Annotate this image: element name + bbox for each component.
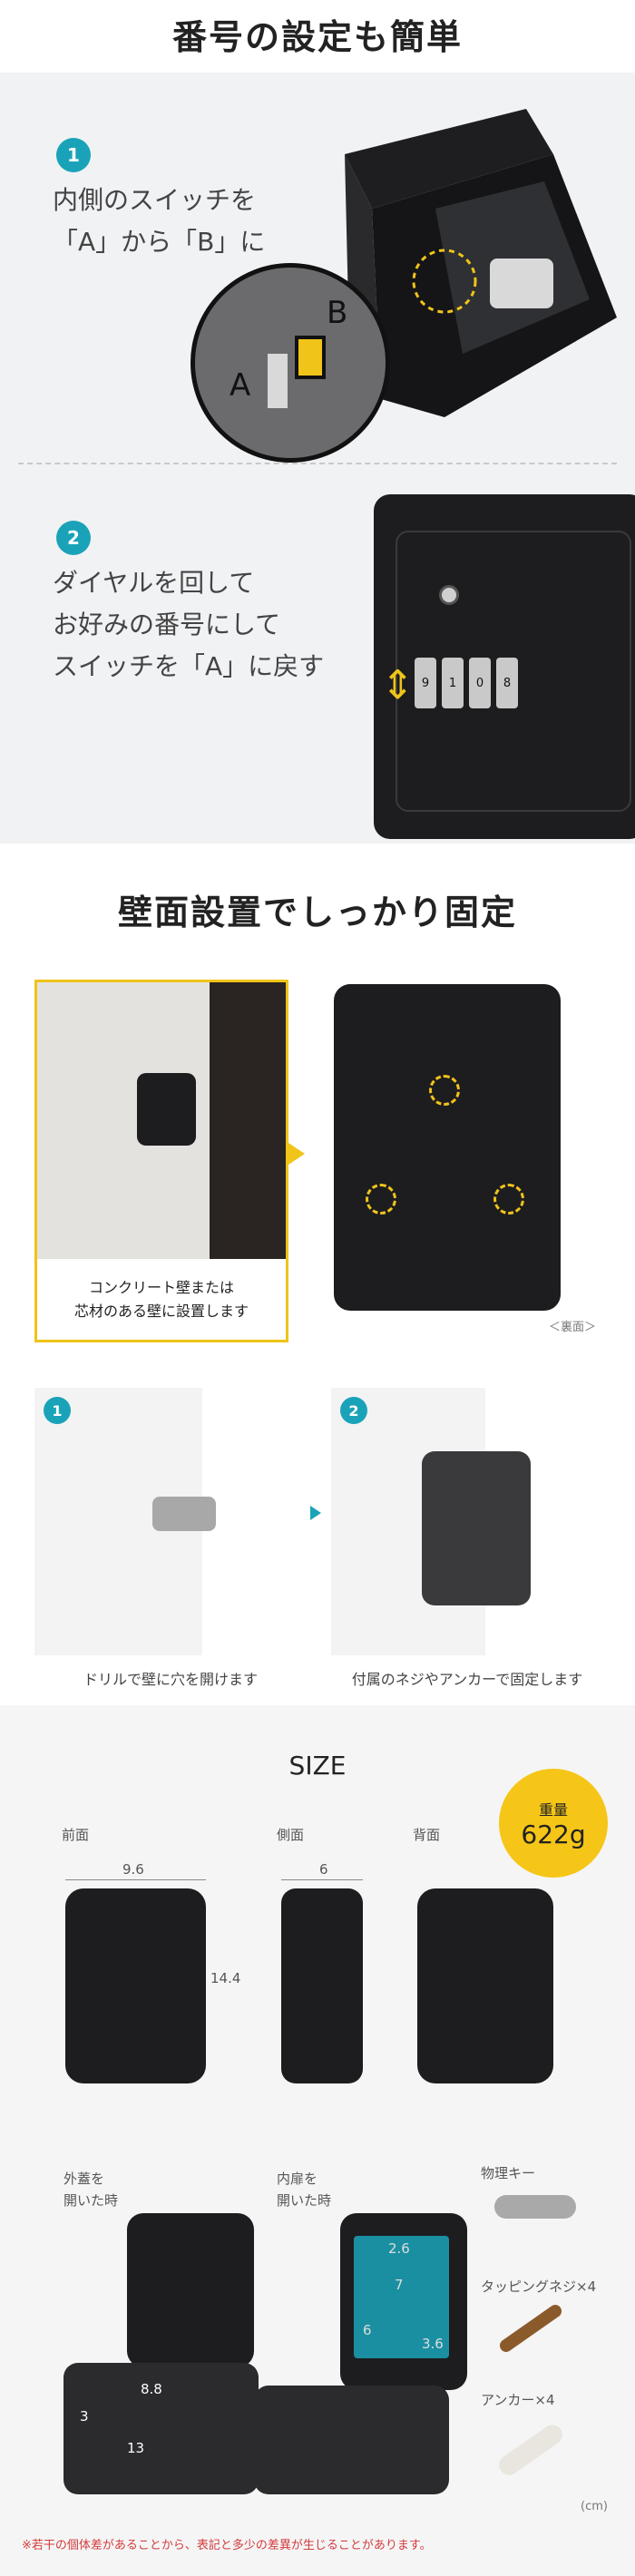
side-view-image [281, 1888, 363, 2083]
open-lockbox-icon [422, 1451, 531, 1605]
key-icon [494, 2195, 576, 2219]
switch-arrow [295, 336, 326, 379]
disclaimer-note: ※若干の個体差があることから、表記と多少の差異が生じることがあります。 [22, 2539, 432, 2552]
dim-depth-line [281, 1879, 363, 1880]
dial-2[interactable]: 1 [442, 658, 464, 708]
view-label-back: 背面 [413, 1827, 441, 1843]
section-title-wall: 壁面設置でしっかり固定 [117, 893, 517, 932]
inner-cavity-highlight: 2.6 7 6 3.6 [354, 2236, 449, 2358]
open-outer-lid: 8.8 3 13 [64, 2363, 259, 2494]
label-b: B [327, 295, 348, 331]
dim-width-line [65, 1879, 206, 1880]
key-cylinder-icon [439, 585, 459, 605]
weight-badge: 重量 622g [499, 1769, 608, 1878]
outer-dim-1: 8.8 [141, 2381, 162, 2397]
dial-row: 9 1 0 8 [415, 658, 518, 708]
drill-step-image: 1 [34, 1388, 307, 1655]
lockbox-back-image [334, 984, 561, 1311]
open-inner-lid [254, 2386, 449, 2494]
weight-label: 重量 [538, 1800, 568, 1819]
switch-zoom-circle: B A [190, 263, 390, 463]
pointer-arrow-icon [288, 1143, 305, 1165]
dim-height: 14.4 [210, 1970, 241, 1986]
inner-dim-3: 6 [363, 2322, 372, 2338]
inner-dim-1: 2.6 [388, 2240, 410, 2257]
lockbox-closed-image: 9 1 0 8 [374, 494, 635, 839]
mount-hole-right [493, 1184, 524, 1215]
install-step-number-1: 1 [44, 1397, 71, 1424]
label-a: A [230, 367, 251, 404]
size-title: SIZE [288, 1751, 347, 1781]
lockbox-cover-outline [396, 531, 631, 812]
drill-caption: ドリルで壁に穴を開けます [83, 1671, 258, 1688]
install-step-number-2: 2 [340, 1397, 367, 1424]
wall-photo: コンクリート壁または 芯材のある壁に設置します [34, 980, 288, 1342]
wall-caption: コンクリート壁または 芯材のある壁に設置します [37, 1259, 286, 1340]
mount-hole-left [366, 1184, 396, 1215]
weight-value: 622g [521, 1819, 586, 1849]
wall-surface [202, 1388, 307, 1655]
dial-1[interactable]: 9 [415, 658, 436, 708]
screw-step-image: 2 [331, 1388, 603, 1655]
step1-text: 内側のスイッチを 「A」から「B」に [53, 185, 266, 257]
step-number-1: 1 [56, 138, 91, 172]
switch-body [268, 354, 288, 408]
open-outer-image [127, 2213, 254, 2367]
open-inner-label: 内扉を 開いた時 [277, 2171, 332, 2209]
back-label: ＜裏面＞ [549, 1321, 597, 1334]
step2-text: ダイヤルを回して お好みの番号にして スイッチを「A」に戻す [53, 568, 325, 681]
next-arrow-icon [310, 1506, 321, 1520]
mount-hole-top [429, 1075, 460, 1106]
inner-dim-2: 7 [395, 2277, 404, 2293]
dial-3[interactable]: 0 [469, 658, 491, 708]
accessory-screw-label: タッピングネジ×4 [481, 2278, 597, 2295]
step-number-2: 2 [56, 521, 91, 555]
inner-dim-4: 3.6 [422, 2336, 444, 2352]
view-label-side: 側面 [277, 1827, 305, 1843]
unit-label: (cm) [581, 2500, 608, 2513]
dim-depth: 6 [319, 1861, 328, 1878]
drill-icon [152, 1497, 216, 1531]
outer-dim-3: 13 [127, 2440, 145, 2456]
back-view-image [417, 1888, 553, 2083]
screw-caption: 付属のネジやアンカーで固定します [351, 1671, 583, 1688]
open-inner-image: 2.6 7 6 3.6 [340, 2213, 467, 2390]
accessory-key-label: 物理キー [481, 2165, 536, 2181]
open-outer-label: 外蓋を 開いた時 [64, 2171, 119, 2209]
dim-width: 9.6 [122, 1861, 144, 1878]
rotate-arrow-icon: ⇕ [381, 662, 415, 708]
section-title-settings: 番号の設定も簡単 [171, 17, 463, 57]
dial-4[interactable]: 8 [496, 658, 518, 708]
step-divider [18, 463, 617, 464]
accessory-anchor-label: アンカー×4 [481, 2392, 555, 2408]
view-label-front: 前面 [62, 1827, 90, 1843]
mounted-lockbox [137, 1073, 196, 1146]
outer-dim-2: 3 [80, 2408, 89, 2425]
front-view-image [65, 1888, 206, 2083]
